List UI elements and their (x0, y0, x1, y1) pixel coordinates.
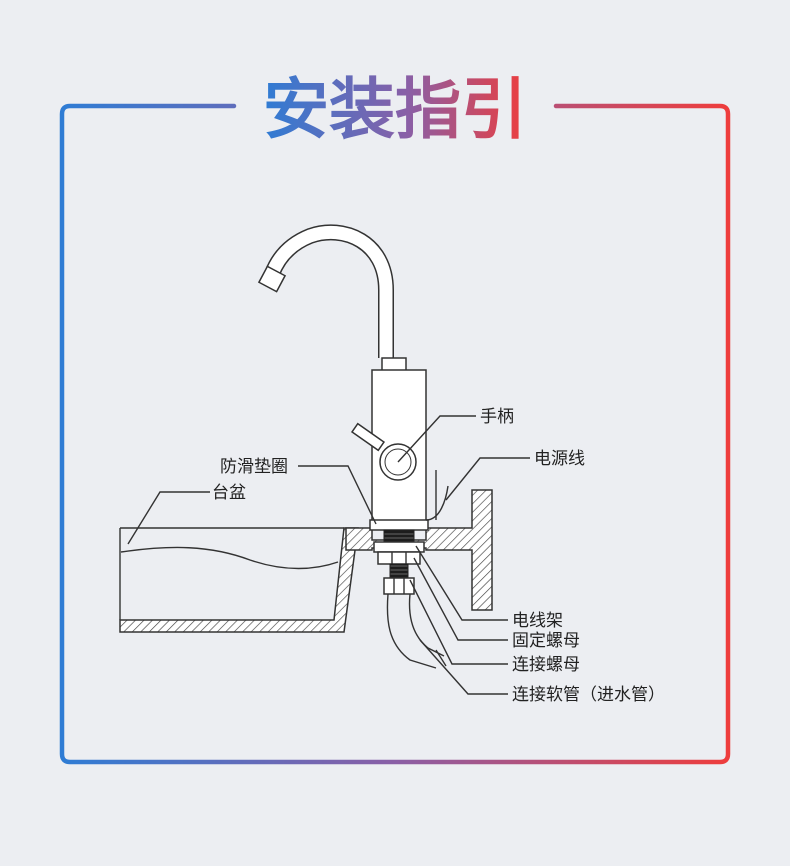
basin (119, 527, 359, 633)
faucet (257, 224, 449, 669)
label-anti-slip-gasket: 防滑垫圈 (220, 457, 288, 477)
label-fixing-nut: 固定螺母 (512, 631, 580, 651)
label-handle: 手柄 (480, 407, 514, 427)
label-inlet-hose: 连接软管（进水管） (512, 685, 665, 705)
label-basin: 台盆 (212, 483, 246, 503)
label-power-cord: 电源线 (534, 449, 585, 469)
frame-border (59, 103, 731, 765)
leader-lines (127, 415, 530, 695)
page-title: 安装指引 (263, 71, 527, 148)
label-connecting-nut: 连接螺母 (512, 655, 580, 675)
label-cable-bracket: 电线架 (512, 611, 563, 631)
